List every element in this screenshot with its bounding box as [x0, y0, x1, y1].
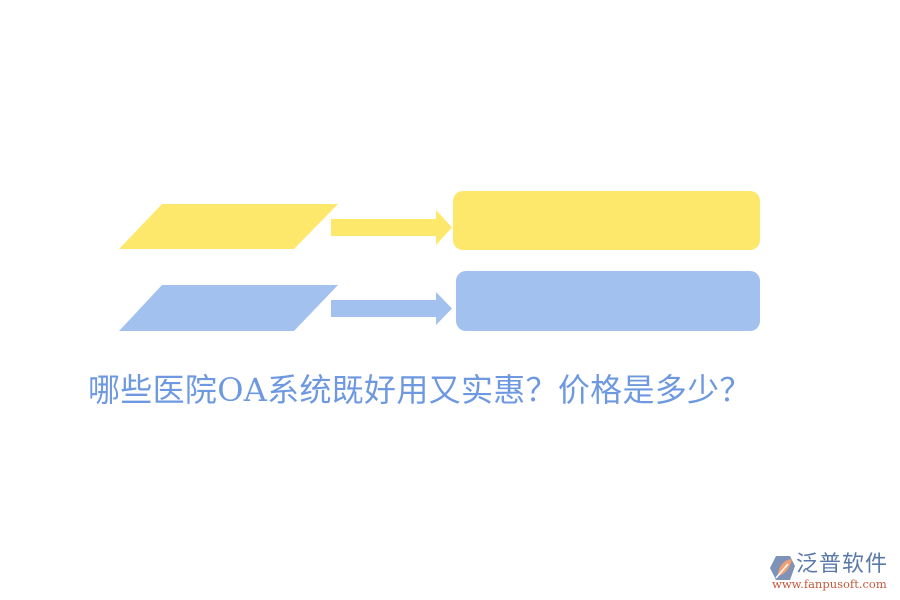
- blue-parallelogram: [119, 285, 338, 331]
- yellow-rounded-box: [453, 191, 760, 250]
- logo-name: 泛普软件: [796, 552, 889, 577]
- fanpu-logo-icon: [770, 556, 795, 580]
- page-title: 哪些医院OA系统既好用又实惠？价格是多少？: [88, 371, 752, 409]
- logo-url: www.fanpusoft.com: [772, 577, 887, 591]
- blue-rounded-box: [456, 271, 760, 331]
- fanpu-logo: 泛普软件 www.fanpusoft.com: [766, 550, 896, 595]
- yellow-arrow-icon: [331, 210, 452, 245]
- yellow-parallelogram: [119, 204, 338, 249]
- blue-arrow-icon: [331, 292, 452, 325]
